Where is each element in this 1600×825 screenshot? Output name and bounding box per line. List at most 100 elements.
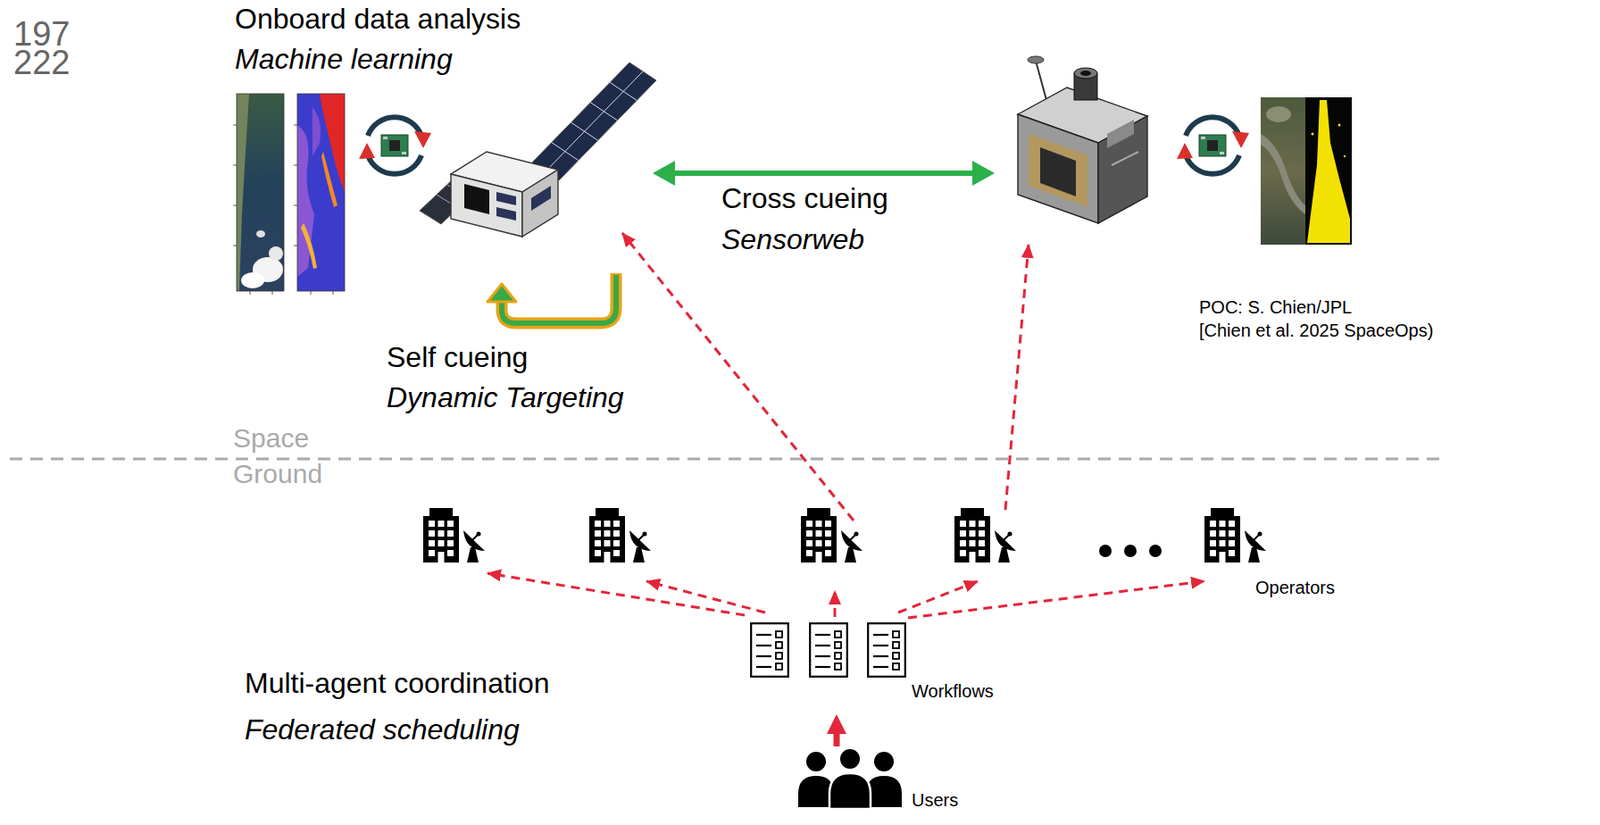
satellite xyxy=(1040,147,1076,197)
onboard-processor-icon xyxy=(1185,116,1240,136)
section-subheading: Dynamic Targeting xyxy=(386,381,625,415)
self-cueing-arrow xyxy=(501,275,617,324)
region-label: Space xyxy=(233,423,309,455)
node-label: Workflows xyxy=(911,681,994,702)
onboard-processor-icon xyxy=(358,116,432,175)
satellite xyxy=(1074,67,1098,79)
cubesat xyxy=(496,191,517,206)
section-subheading: Machine learning xyxy=(234,42,453,76)
section-subheading: Federated scheduling xyxy=(244,713,520,747)
node-label: Users xyxy=(911,790,959,811)
satellite xyxy=(1017,56,1148,224)
ml-image-panels xyxy=(293,245,298,247)
ml-image-panels xyxy=(268,246,284,261)
plume-detection-image xyxy=(1260,97,1306,245)
workflow-document-icon xyxy=(750,623,906,677)
ml-image-panels xyxy=(293,165,298,167)
cubesat xyxy=(590,102,617,121)
cubesat xyxy=(496,207,517,221)
plume-detection-image xyxy=(1260,133,1306,215)
onboard-processor-icon xyxy=(401,151,407,155)
ml-image-panels xyxy=(321,151,338,208)
ml-image-panels xyxy=(293,125,298,126)
onboard-processor-icon xyxy=(1200,136,1206,140)
section-heading: Cross cueing xyxy=(721,182,889,216)
ml-image-panels xyxy=(256,230,266,238)
ellipsis-dots xyxy=(1149,544,1162,558)
user-icon xyxy=(798,748,902,809)
satellite xyxy=(1107,119,1134,149)
tasking-arrow xyxy=(487,573,745,616)
onboard-processor-icon xyxy=(1199,134,1226,157)
cross-cueing-arrow xyxy=(669,170,978,176)
ml-image-panels xyxy=(333,291,334,295)
ml-image-panels xyxy=(233,125,334,295)
plume-detection-image xyxy=(1343,155,1346,158)
ml-image-panels xyxy=(241,272,265,289)
ml-image-panels xyxy=(236,93,250,292)
reference-note: POC: S. Chien/JPL xyxy=(1199,297,1352,318)
cubesat xyxy=(531,185,551,211)
ellipsis-dots xyxy=(1124,544,1137,558)
ground-station-icon xyxy=(589,508,651,563)
ml-image-panels xyxy=(236,93,284,292)
cross-cueing-arrow xyxy=(652,160,995,186)
onboard-processor-icon xyxy=(367,155,422,175)
onboard-processor-icon xyxy=(1176,142,1193,159)
user-icon xyxy=(839,748,861,770)
ml-image-panels xyxy=(233,205,237,207)
cubesat xyxy=(522,169,559,237)
workflow-document-icon xyxy=(809,623,848,677)
satellite xyxy=(1017,114,1099,224)
ground-station-icon xyxy=(1204,508,1267,563)
section-subheading: Sensorweb xyxy=(721,223,865,257)
ml-image-panels xyxy=(300,223,317,269)
onboard-processor-icon xyxy=(1207,140,1218,151)
onboard-processor-icon xyxy=(358,142,375,159)
tasking-connector xyxy=(908,581,1205,618)
ml-image-panels xyxy=(319,93,345,192)
ml-image-panels xyxy=(250,291,251,295)
plume-detection-image xyxy=(1305,97,1352,245)
section-heading: Onboard data analysis xyxy=(234,2,521,36)
node-label: Operators xyxy=(1255,577,1335,599)
onboard-processor-icon xyxy=(381,134,409,157)
cubesat xyxy=(545,71,643,172)
cross-cueing-arrow xyxy=(972,160,995,186)
user-icon xyxy=(874,751,894,772)
ml-image-panels xyxy=(233,165,237,167)
self-cueing-arrow xyxy=(487,273,617,324)
ml-image-panels xyxy=(236,93,284,292)
tasking-arrow xyxy=(1005,244,1029,510)
ellipsis-dots xyxy=(1099,544,1112,558)
onboard-processor-icon xyxy=(414,131,432,149)
plume-detection-image xyxy=(1311,124,1347,159)
tasking-connector xyxy=(833,732,840,747)
ml-image-panels xyxy=(272,291,274,295)
cubesat xyxy=(609,82,637,100)
onboard-processor-icon xyxy=(367,116,422,136)
onboard-processor-icon xyxy=(1185,155,1240,175)
onboard-processor-icon xyxy=(389,140,400,151)
satellite xyxy=(1027,56,1044,64)
onboard-processor-icon xyxy=(1219,151,1225,155)
plume-detection-image xyxy=(1260,97,1352,245)
ml-image-panels xyxy=(233,93,345,295)
workflow-group: Workflows xyxy=(746,617,1006,715)
satellite xyxy=(1028,133,1088,208)
plume-detection-image xyxy=(1266,106,1292,123)
section-heading: Self cueing xyxy=(386,341,528,375)
ml-image-panels xyxy=(233,245,237,247)
plume-detection-image xyxy=(1338,124,1342,127)
self-cueing-arrow xyxy=(501,273,617,324)
region-label: Ground xyxy=(233,458,323,491)
plume-detection-image xyxy=(1307,100,1350,243)
ground-station-icon xyxy=(800,508,863,563)
tasking-arrow xyxy=(622,233,854,521)
ellipsis-dots xyxy=(1099,544,1162,558)
cubesat xyxy=(450,174,523,237)
satellite xyxy=(1098,116,1148,224)
ml-image-panels xyxy=(312,107,321,157)
